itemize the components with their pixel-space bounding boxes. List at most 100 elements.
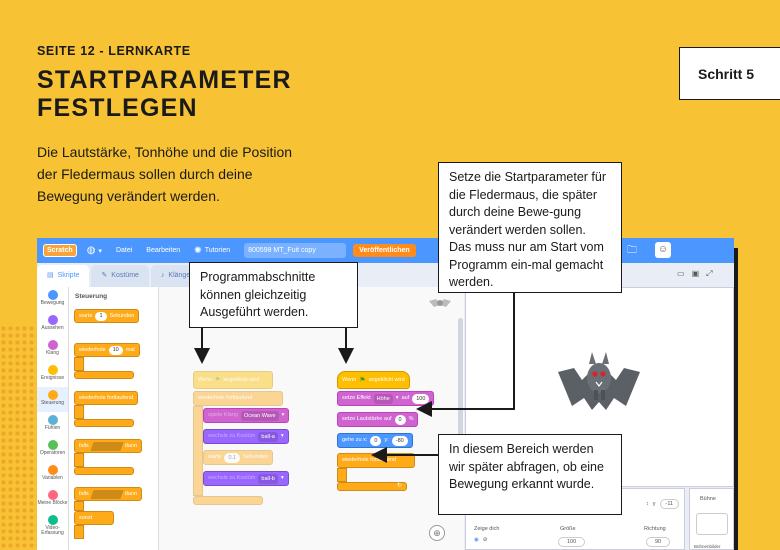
block-dropdown[interactable]: Höhe bbox=[373, 393, 393, 404]
right-forever-foot: ↻ bbox=[337, 482, 407, 491]
chevron-down-icon: ▾ bbox=[280, 433, 284, 439]
category-item[interactable]: Meine Blöcke bbox=[37, 487, 68, 512]
category-item[interactable]: Aussehen bbox=[37, 312, 68, 337]
palette-forever-block[interactable]: wiederhole fortlaufend bbox=[74, 391, 139, 405]
avatar[interactable]: ☺ bbox=[655, 242, 671, 258]
globe-icon: ◍ bbox=[86, 245, 96, 256]
set-volume-block[interactable]: setze Lautstärke auf 0 % bbox=[337, 412, 419, 427]
category-label: Fühlen bbox=[44, 425, 61, 431]
palette-if-foot bbox=[74, 467, 134, 475]
backdrop-thumbnail[interactable] bbox=[696, 513, 728, 535]
palette-if-block[interactable]: falls dann bbox=[74, 439, 143, 453]
page-title: STARTPARAMETER FESTLEGEN bbox=[37, 66, 337, 122]
editor-shadow bbox=[731, 248, 738, 550]
large-stage-icon[interactable]: ▣ bbox=[691, 269, 700, 278]
callout-start-parameters: Setze die Startparameter für die Flederm… bbox=[438, 162, 622, 293]
y-input[interactable]: -11 bbox=[659, 499, 680, 509]
block-input[interactable]: 0 bbox=[370, 435, 382, 446]
category-item[interactable]: Operatoren bbox=[37, 437, 68, 462]
category-dot-icon bbox=[47, 490, 58, 500]
left-forever-block[interactable]: wiederhole fortlaufend bbox=[193, 391, 283, 406]
bat-sprite[interactable] bbox=[556, 346, 642, 431]
block-dropdown[interactable]: ball-a bbox=[258, 431, 278, 442]
category-item[interactable]: Klang bbox=[37, 337, 68, 362]
category-label: Bewegung bbox=[40, 300, 65, 306]
category-item[interactable]: Bewegung bbox=[37, 287, 68, 312]
block-label: setze Effekt bbox=[342, 395, 371, 401]
script-area[interactable]: Wenn ⚑ angeklickt wird wiederhole fortla… bbox=[159, 287, 464, 550]
set-effect-block[interactable]: setze Effekt Höhe ▾ auf 100 bbox=[337, 391, 435, 406]
category-item[interactable]: Fühlen bbox=[37, 412, 68, 437]
block-input[interactable]: 1 bbox=[95, 311, 107, 321]
chevron-down-icon: ▾ bbox=[98, 247, 102, 255]
block-label: y: bbox=[384, 437, 389, 443]
category-label: Variablen bbox=[42, 475, 63, 481]
palette-ifelse-block[interactable]: falls dann bbox=[74, 487, 143, 501]
palette-wait-block[interactable]: warte 1 Sekunden bbox=[74, 309, 140, 323]
block-input[interactable]: 10 bbox=[108, 345, 123, 355]
block-label: mal bbox=[125, 347, 135, 353]
goto-xy-block[interactable]: gehe zu x: 0 y: -80 bbox=[337, 433, 413, 448]
zoom-in-icon[interactable]: ⊕ bbox=[429, 525, 445, 541]
language-menu[interactable]: ◍ ▾ bbox=[87, 245, 102, 256]
category-item[interactable]: Steuerung bbox=[37, 387, 68, 412]
block-label: wiederhole bbox=[79, 347, 106, 353]
right-forever-block[interactable]: wiederhole fortlaufend bbox=[337, 453, 415, 468]
left-costume-block-2[interactable]: wechsle zu Kostüm ball-b ▾ bbox=[203, 471, 289, 486]
block-label: Sekunden bbox=[109, 313, 135, 319]
project-title-input[interactable]: 800598 MT_Fuit copy bbox=[244, 243, 347, 258]
tab-code[interactable]: ▤ Skripte bbox=[37, 265, 90, 287]
left-hat-block[interactable]: Wenn ⚑ angeklickt wird bbox=[193, 371, 273, 389]
tab-costumes[interactable]: ✎ Kostüme bbox=[91, 265, 149, 287]
palette-repeat-block[interactable]: wiederhole 10 mal bbox=[74, 343, 140, 357]
category-item[interactable]: Ereignisse bbox=[37, 362, 68, 387]
small-stage-icon[interactable]: ▭ bbox=[677, 269, 685, 278]
category-item[interactable]: Variablen bbox=[37, 462, 68, 487]
palette-repeat-arm bbox=[74, 357, 84, 371]
block-input[interactable]: 0.1 bbox=[224, 452, 241, 463]
left-wait-block[interactable]: warte 0.1 Sekunden bbox=[203, 450, 273, 465]
left-sound-block[interactable]: spiele Klang Ocean Wave ▾ bbox=[203, 408, 290, 423]
right-hat-block[interactable]: Wenn ⚑ angeklickt wird bbox=[337, 371, 410, 389]
block-label: spiele Klang bbox=[208, 412, 238, 418]
palette-if-arm bbox=[74, 453, 84, 467]
category-item[interactable]: Video-Erfassung bbox=[37, 512, 68, 537]
size-input[interactable]: 100 bbox=[558, 537, 586, 547]
tab-sounds[interactable]: ♪ Klänge bbox=[150, 265, 201, 287]
block-input[interactable]: -80 bbox=[391, 435, 408, 446]
eye-icon[interactable]: ◉ bbox=[474, 537, 479, 543]
y-field: ↕ y -11 bbox=[646, 499, 680, 509]
category-dot-icon bbox=[47, 515, 58, 525]
left-costume-block-1[interactable]: wechsle zu Kostüm ball-a ▾ bbox=[203, 429, 289, 444]
tab-costumes-label: Kostüme bbox=[111, 272, 139, 279]
block-label: wechsle zu Kostüm bbox=[208, 433, 256, 439]
publish-button[interactable]: Veröffentlichen bbox=[353, 244, 416, 257]
category-dot-icon bbox=[47, 290, 58, 300]
green-flag-icon: ⚑ bbox=[215, 376, 221, 383]
block-label: wechsle zu Kostüm bbox=[208, 475, 256, 481]
block-label: dann bbox=[124, 443, 138, 449]
size-label: Größe bbox=[560, 526, 576, 532]
edit-menu[interactable]: Bearbeiten bbox=[146, 247, 181, 254]
fullscreen-icon[interactable]: ⤢ bbox=[706, 269, 713, 278]
category-label: Meine Blöcke bbox=[37, 500, 68, 506]
folder-icon[interactable]: 🗀 bbox=[627, 245, 637, 256]
scratch-editor-screenshot: Scratch ◍ ▾ Datei Bearbeiten ✺ Tutorien … bbox=[37, 238, 734, 550]
tutorials-menu[interactable]: ✺ Tutorien bbox=[194, 245, 230, 256]
block-dropdown[interactable]: ball-b bbox=[258, 473, 278, 484]
speaker-icon: ♪ bbox=[160, 272, 165, 279]
block-input[interactable]: 100 bbox=[412, 393, 430, 404]
file-menu[interactable]: Datei bbox=[115, 247, 133, 254]
stage-pane[interactable]: Bühne Bühnenbilder bbox=[689, 488, 734, 550]
scratch-logo[interactable]: Scratch bbox=[43, 244, 77, 257]
loop-arrow-icon: ↻ bbox=[396, 483, 402, 489]
direction-input[interactable]: 90 bbox=[646, 537, 671, 547]
palette-forever-foot bbox=[74, 419, 134, 427]
left-forever-arm bbox=[193, 406, 203, 496]
block-label: dann bbox=[124, 491, 138, 497]
eye-off-icon[interactable]: ⊘ bbox=[482, 537, 488, 543]
block-input[interactable]: 0 bbox=[394, 414, 406, 425]
block-dropdown[interactable]: Ocean Wave bbox=[240, 410, 279, 421]
block-label: wiederhole fortlaufend bbox=[342, 457, 397, 463]
